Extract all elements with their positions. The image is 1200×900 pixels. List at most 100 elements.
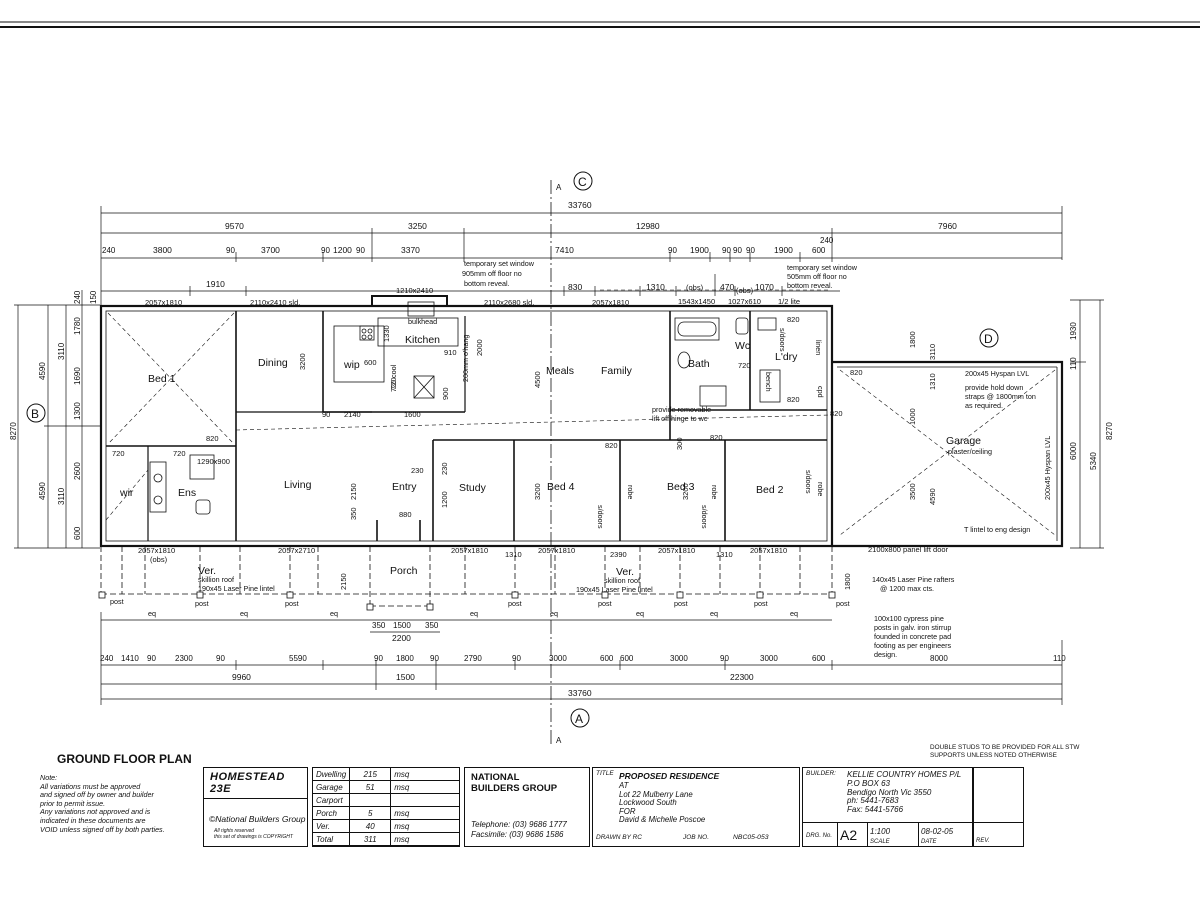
svg-text:A: A (575, 712, 583, 726)
dims-bottom-row2: 240 1410 90 2300 90 5590 90 1800 90 2790… (100, 654, 1066, 663)
svg-text:bulkhead: bulkhead (408, 317, 437, 326)
svg-text:bottom reveal.: bottom reveal. (787, 281, 833, 290)
svg-text:505mm off floor no: 505mm off floor no (787, 272, 847, 281)
svg-text:s/doors: s/doors (700, 505, 709, 529)
room-bath: Bath (688, 358, 710, 370)
svg-text:230: 230 (411, 466, 424, 475)
room-entry: Entry (392, 481, 417, 493)
firm-contact: Telephone: (03) 9686 1777 Facsimile: (03… (471, 820, 567, 839)
svg-text:240: 240 (73, 290, 82, 304)
svg-text:robe: robe (816, 482, 825, 496)
svg-text:eq: eq (790, 609, 798, 618)
note-line: VOID unless signed off by both parties. (40, 824, 165, 834)
dim-top-row3: 90 (722, 246, 731, 255)
note-line: and signed off by owner and builder (40, 790, 154, 800)
svg-text:880: 880 (399, 510, 412, 519)
svg-text:C: C (578, 175, 587, 189)
svg-text:skillion roof: skillion roof (604, 576, 640, 585)
bath-fixtures (149, 317, 781, 515)
title-block-model: HOMESTEAD 23E ©National Builders Group A… (203, 767, 308, 847)
svg-text:600: 600 (812, 654, 826, 663)
room-kitchen: Kitchen (405, 334, 440, 346)
dim-top-row3: 3800 (153, 245, 172, 255)
svg-text:6000: 6000 (1069, 442, 1078, 460)
svg-text:founded in concrete pad: founded in concrete pad (874, 632, 951, 641)
svg-text:4590: 4590 (928, 488, 937, 505)
svg-text:B: B (31, 407, 39, 421)
room-wir: wir (119, 487, 134, 499)
svg-text:820: 820 (710, 433, 723, 442)
scale-value: 1:100 (870, 827, 891, 836)
svg-text:190x45 Laser Pine lintel: 190x45 Laser Pine lintel (198, 584, 275, 593)
svg-text:D: D (984, 332, 993, 346)
dim-top-row2-b: 3250 (408, 221, 427, 231)
svg-text:5340: 5340 (1089, 452, 1098, 470)
svg-text:90: 90 (322, 410, 330, 419)
room-family: Family (601, 365, 633, 377)
sheet-title: GROUND FLOOR PLAN (57, 752, 192, 766)
svg-text:2000: 2000 (475, 339, 484, 356)
date-label: DATE (921, 839, 937, 845)
dim-top-row3: 90 (668, 246, 677, 255)
svg-text:1800: 1800 (908, 331, 917, 348)
svg-text:720: 720 (112, 449, 125, 458)
svg-text:1310: 1310 (716, 550, 733, 559)
svg-text:as required.: as required. (965, 401, 1003, 410)
annotations: temporary set window 905mm off floor no … (110, 259, 1052, 659)
svg-text:eq: eq (550, 609, 558, 618)
svg-text:2110x2680 sld.: 2110x2680 sld. (484, 298, 534, 307)
dimension-lines-top (100, 206, 1063, 310)
svg-text:5590: 5590 (289, 654, 307, 663)
room-dining: Dining (258, 357, 288, 369)
svg-text:s/doors: s/doors (804, 470, 813, 494)
svg-text:1330: 1330 (382, 325, 391, 342)
svg-text:3110: 3110 (57, 487, 66, 505)
svg-text:2057x1810: 2057x1810 (750, 546, 787, 555)
double-studs-note: DOUBLE STUDS TO BE PROVIDED FOR ALL STW … (930, 744, 1080, 759)
dim-top-row3: 90 (733, 246, 742, 255)
dim-porch-b: 1500 (393, 621, 411, 630)
room-laundry: L'dry (775, 351, 798, 363)
svg-text:8270: 8270 (1105, 422, 1114, 440)
svg-text:2140: 2140 (344, 410, 361, 419)
window-labels: 2057x1810 2110x2410 sld. 1210x2410 2110x… (138, 283, 949, 564)
dim-porch-a: 350 (372, 621, 386, 630)
kitchen-fixtures (333, 301, 459, 399)
room-labels: Bed 1 Dining Kitchen wip Meals Family Ba… (119, 334, 981, 578)
svg-text:1543x1450: 1543x1450 (678, 297, 715, 306)
room-verandah-right: Ver. (616, 566, 634, 578)
svg-text:footing as per engineers: footing as per engineers (874, 641, 952, 650)
svg-text:eq: eq (636, 609, 644, 618)
svg-text:post: post (110, 597, 124, 606)
svg-text:720: 720 (389, 377, 398, 390)
room-meals: Meals (546, 365, 574, 377)
dims-right-text: 1930 110 6000 5340 8270 (1069, 322, 1114, 470)
dim-top-row3: 240 (102, 246, 116, 255)
svg-text:post: post (285, 599, 299, 608)
svg-text:90: 90 (720, 654, 729, 663)
svg-text:post: post (195, 599, 209, 608)
note-line: All variations must be approved (40, 781, 141, 791)
svg-text:(obs): (obs) (736, 286, 754, 295)
svg-text:3000: 3000 (549, 654, 567, 663)
svg-text:100x100 cypress pine: 100x100 cypress pine (874, 614, 944, 623)
svg-text:1410: 1410 (121, 654, 139, 663)
svg-text:eq: eq (470, 609, 478, 618)
dim-top-row3: 1900 (774, 245, 793, 255)
dim-top-row2-d: 7960 (938, 221, 957, 231)
svg-text:lift off hinge to wc: lift off hinge to wc (652, 414, 708, 423)
svg-text:3200: 3200 (533, 483, 542, 500)
svg-text:2150: 2150 (349, 483, 358, 500)
svg-text:110: 110 (1069, 357, 1078, 370)
room-study: Study (459, 482, 487, 494)
svg-text:cpd: cpd (816, 386, 825, 398)
svg-text:150: 150 (89, 290, 98, 304)
svg-text:4590: 4590 (38, 362, 47, 380)
dim-bottom-row3-c: 22300 (730, 672, 754, 682)
svg-text:1210x2410: 1210x2410 (396, 286, 433, 295)
svg-text:2300: 2300 (175, 654, 193, 663)
svg-text:1930: 1930 (1069, 322, 1078, 340)
room-ens: Ens (178, 487, 196, 499)
